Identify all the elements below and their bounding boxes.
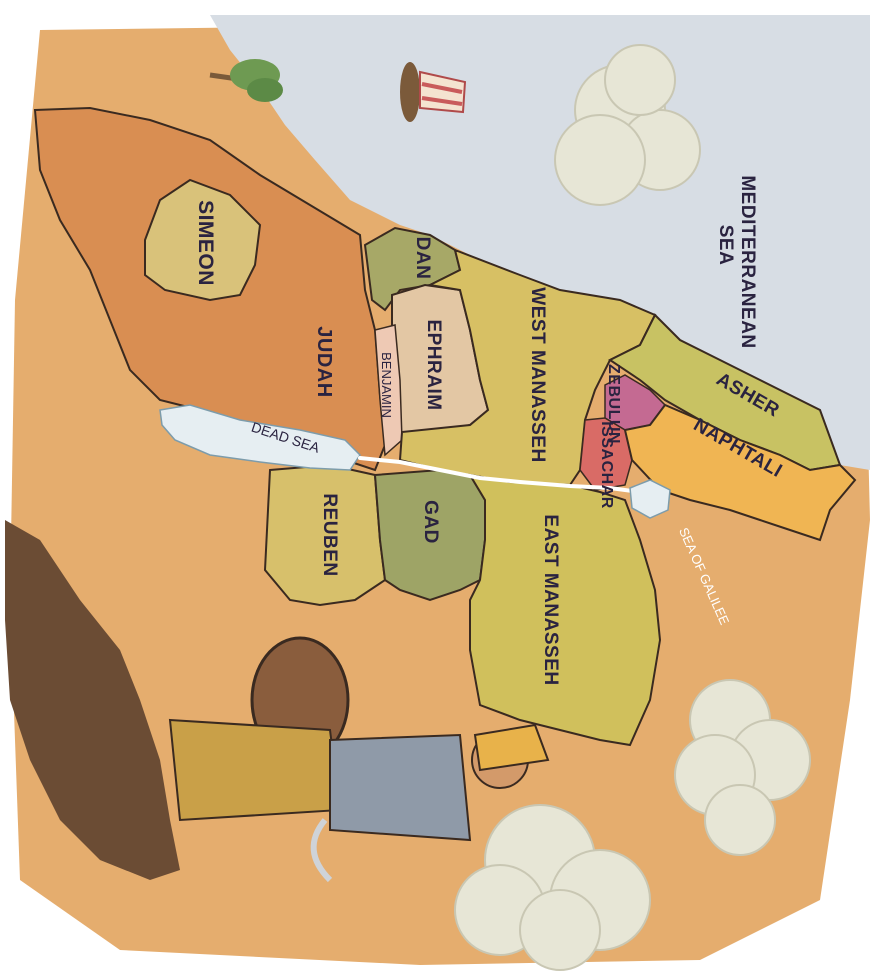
region-issachar [579, 417, 633, 491]
region-reuben [263, 463, 387, 607]
helmet [473, 723, 550, 772]
label-west-manasseh: WEST MANASSEH [527, 287, 548, 462]
label-simeon: SIMEON [194, 200, 217, 286]
cloud-top [554, 44, 701, 206]
sea-of-galilee [629, 479, 671, 519]
label-gad: GAD [420, 500, 441, 544]
label-dan: DAN [412, 237, 433, 280]
label-reuben: REUBEN [319, 493, 340, 576]
dead-sea [159, 404, 361, 471]
label-issachar: ISSACHAR [598, 421, 615, 509]
sword [310, 818, 333, 883]
soldier-figure [168, 636, 550, 883]
rocky-cliff [5, 520, 180, 880]
label-benjamin: BENJAMIN [379, 352, 394, 418]
cloud-bottom [454, 804, 651, 971]
label-ephraim: EPHRAIM [423, 319, 444, 410]
label-mediterranean-sea: SEA [715, 225, 736, 266]
region-simeon [144, 178, 262, 302]
ship [400, 62, 467, 122]
label-zebulun: ZEBULUN [605, 364, 622, 444]
label-east-manasseh: EAST MANASSEH [540, 514, 561, 685]
label-mediterranean: MEDITERRANEAN [737, 175, 758, 348]
mediterranean-sea [210, 15, 870, 470]
region-east-manasseh [468, 473, 662, 747]
jordan-river [358, 456, 642, 494]
cloud-right [674, 679, 811, 856]
palm-tree [209, 59, 283, 102]
label-judah: JUDAH [313, 326, 335, 397]
